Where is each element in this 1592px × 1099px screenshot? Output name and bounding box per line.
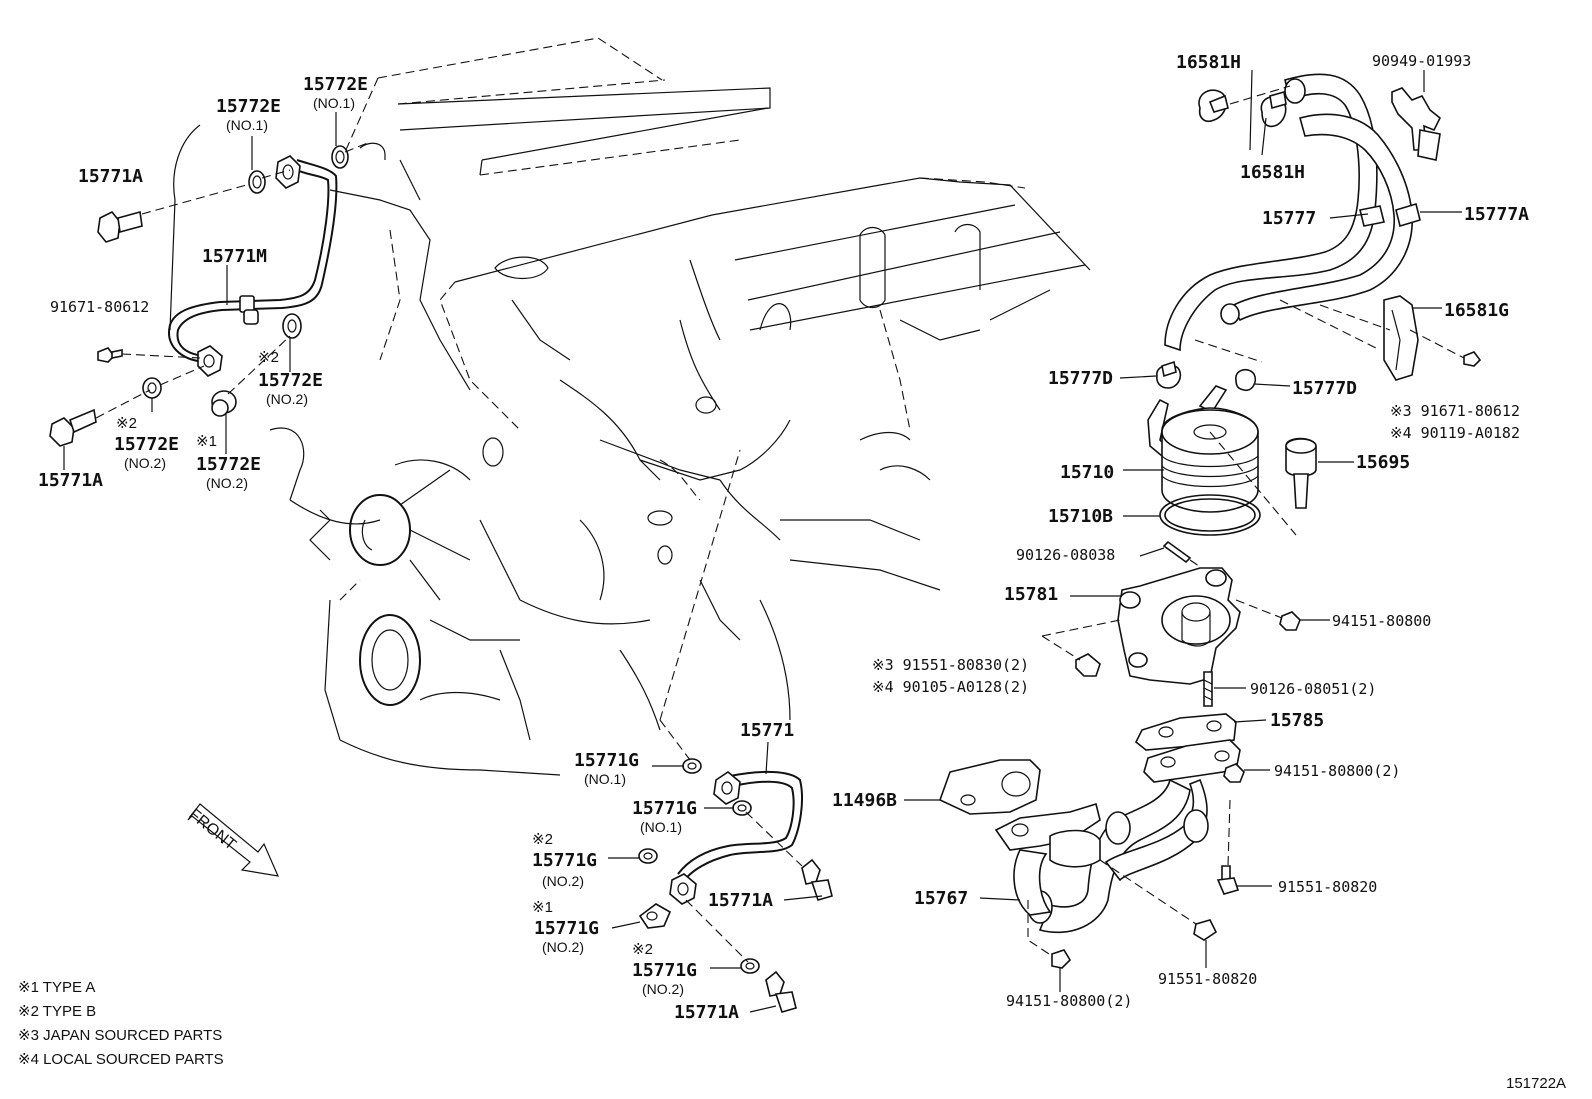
label-15771G-no2-d: 15771G [534,918,599,939]
label-94151-80800-c: 94151-80800(2) [1006,992,1132,1010]
note-1: ※1 TYPE A [18,979,95,996]
label-15772E-e-mark: ※1 [196,433,217,450]
label-15771G-d-mark: ※1 [532,899,553,916]
label-91551-80820-b: 91551-80820 [1158,970,1257,988]
label-15781: 15781 [1004,584,1058,605]
label-15777A: 15777A [1464,204,1529,225]
label-15771M: 15771M [202,246,267,267]
label-15771G-no1-a-sub: (NO.1) [584,771,626,787]
part-labels: 15772E (NO.1) 15772E (NO.1) 15771A 15771… [38,52,1529,1023]
label-91671-80612-right: ※3 91671-80612 [1390,402,1520,420]
label-15772E-no2-e-sub: (NO.2) [206,475,248,491]
label-15772E-no1-b: 15772E [303,74,368,95]
label-15710B: 15710B [1048,506,1113,527]
label-15785: 15785 [1270,710,1324,731]
label-15771G-no1-b: 15771G [632,798,697,819]
label-15772E-no2-c: 15772E [258,370,323,391]
label-16581G: 16581G [1444,300,1509,321]
label-15771G-no2-c-sub: (NO.2) [542,873,584,889]
label-15771G-no2-e: 15771G [632,960,697,981]
label-90119-A0182: ※4 90119-A0182 [1390,424,1520,442]
label-90105-A0128: ※4 90105-A0128(2) [872,678,1029,696]
label-16581H-b: 16581H [1240,162,1305,183]
label-15777D-a: 15777D [1048,368,1113,389]
label-16581H-a: 16581H [1176,52,1241,73]
label-15772E-d-mark: ※2 [116,415,137,432]
label-15771A-top: 15771A [78,166,143,187]
label-15771G-no2-c: 15771G [532,850,597,871]
label-94151-80800-b: 94151-80800(2) [1274,762,1400,780]
note-3: ※3 JAPAN SOURCED PARTS [18,1027,222,1044]
water-hose-group [1156,73,1482,392]
label-91551-80830: ※3 91551-80830(2) [872,656,1029,674]
label-15771A-b2: 15771A [674,1002,739,1023]
label-91551-80820-a: 91551-80820 [1278,878,1377,896]
label-15710: 15710 [1060,462,1114,483]
label-15777: 15777 [1262,208,1316,229]
label-15772E-no1-b-sub: (NO.1) [313,95,355,111]
label-15771A-left: 15771A [38,470,103,491]
label-90126-08051: 90126-08051(2) [1250,680,1376,698]
lower-oil-pipe-group [638,449,833,1013]
diagram-id: 151722A [1506,1075,1566,1092]
label-15771: 15771 [740,720,794,741]
label-15771G-no1-b-sub: (NO.1) [640,819,682,835]
label-15772E-no2-e: 15772E [196,454,261,475]
label-15771G-c-mark: ※2 [532,831,553,848]
upper-oil-pipe-group [49,77,386,447]
notes-block: ※1 TYPE A ※2 TYPE B ※3 JAPAN SOURCED PAR… [18,979,224,1068]
engine-block-drawing [169,37,1091,776]
label-15771G-no2-d-sub: (NO.2) [542,939,584,955]
label-90949-01993: 90949-01993 [1372,52,1471,70]
front-arrow: FRONT [185,803,279,877]
leader-lines [63,69,1462,1013]
label-94151-80800-a: 94151-80800 [1332,612,1431,630]
note-4: ※4 LOCAL SOURCED PARTS [18,1051,224,1068]
label-15771G-no2-e-sub: (NO.2) [642,981,684,997]
label-15772E-no2-c-sub: (NO.2) [266,391,308,407]
label-15772E-no2-d-sub: (NO.2) [124,455,166,471]
label-15772E-no1-a: 15772E [216,96,281,117]
label-15767: 15767 [914,888,968,909]
label-15695: 15695 [1356,452,1410,473]
label-15771A-b1: 15771A [708,890,773,911]
note-2: ※2 TYPE B [18,1003,96,1020]
label-15777D-b: 15777D [1292,378,1357,399]
label-15771G-e-mark: ※2 [632,941,653,958]
label-91671-80612-left: 91671-80612 [50,298,149,316]
oil-cooler-group [939,385,1317,969]
label-90126-08038: 90126-08038 [1016,546,1115,564]
label-11496B: 11496B [832,790,897,811]
label-15772E-no2-d: 15772E [114,434,179,455]
label-15772E-no1-a-sub: (NO.1) [226,117,268,133]
label-15771G-no1-a: 15771G [574,750,639,771]
label-15772E-c-mark: ※2 [258,349,279,366]
